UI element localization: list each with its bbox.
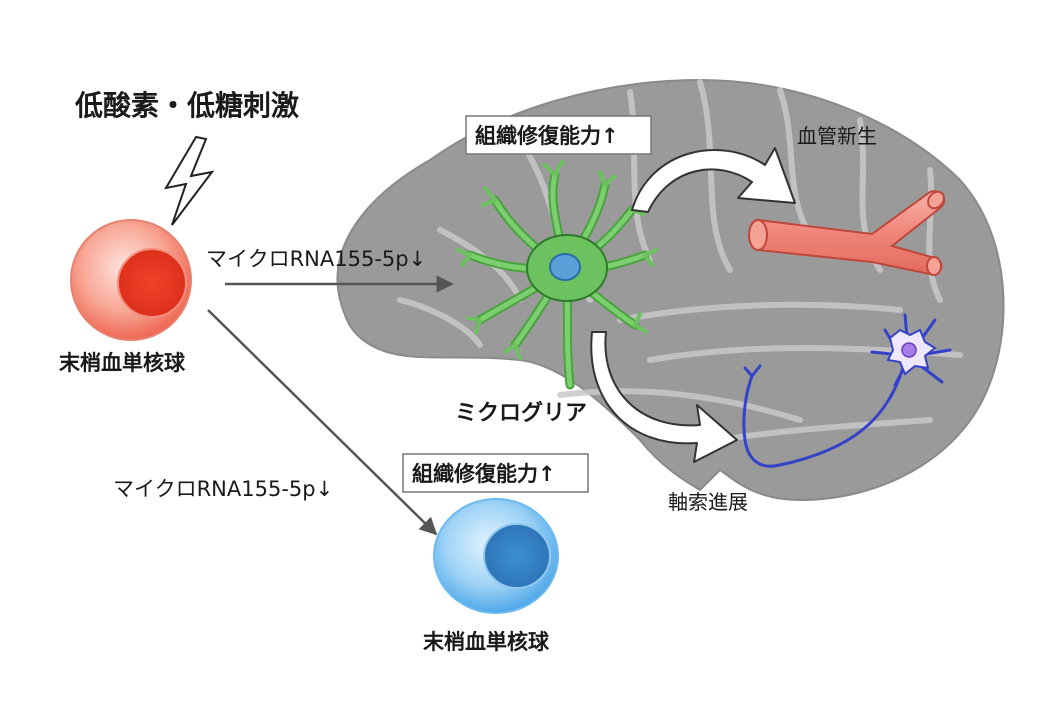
pbmc-blue-cell <box>433 498 559 614</box>
microglia-nucleus <box>549 253 581 281</box>
red-cell-nucleus <box>117 248 187 318</box>
angiogenesis-label: 血管新生 <box>797 124 877 148</box>
neuron-nucleus <box>901 342 917 358</box>
arrow-to-vessel <box>631 147 796 213</box>
arrow-to-pbmc <box>207 309 438 536</box>
lightning-icon <box>164 135 215 226</box>
blue-cell-nucleus <box>483 523 551 589</box>
arrow-to-pbmc-label: マイクロRNA155-5p↓ <box>113 477 333 501</box>
neuron <box>742 313 952 468</box>
microglia-cell <box>456 160 658 390</box>
axon-extension-label: 軸索進展 <box>668 490 748 514</box>
microglia-repair-box <box>465 115 652 155</box>
pbmc-bottom-label: 末梢血単核球 <box>423 630 550 654</box>
arrow-to-axon <box>590 331 738 463</box>
arrow-to-microglia-label: マイクロRNA155-5p↓ <box>206 247 426 271</box>
pbmc-repair-box <box>402 453 589 493</box>
blood-vessel <box>748 190 946 276</box>
pbmc-repair-text: 組織修復能力↑ <box>412 462 556 486</box>
pbmc-red-cell <box>70 219 192 341</box>
microglia-repair-text: 組織修復能力↑ <box>475 124 619 148</box>
pbmc-top-label: 末梢血単核球 <box>59 351 186 375</box>
microglia-label: ミクログリア <box>455 400 587 426</box>
brain-shape <box>336 78 1005 502</box>
stimulus-title: 低酸素・低糖刺激 <box>74 89 299 122</box>
